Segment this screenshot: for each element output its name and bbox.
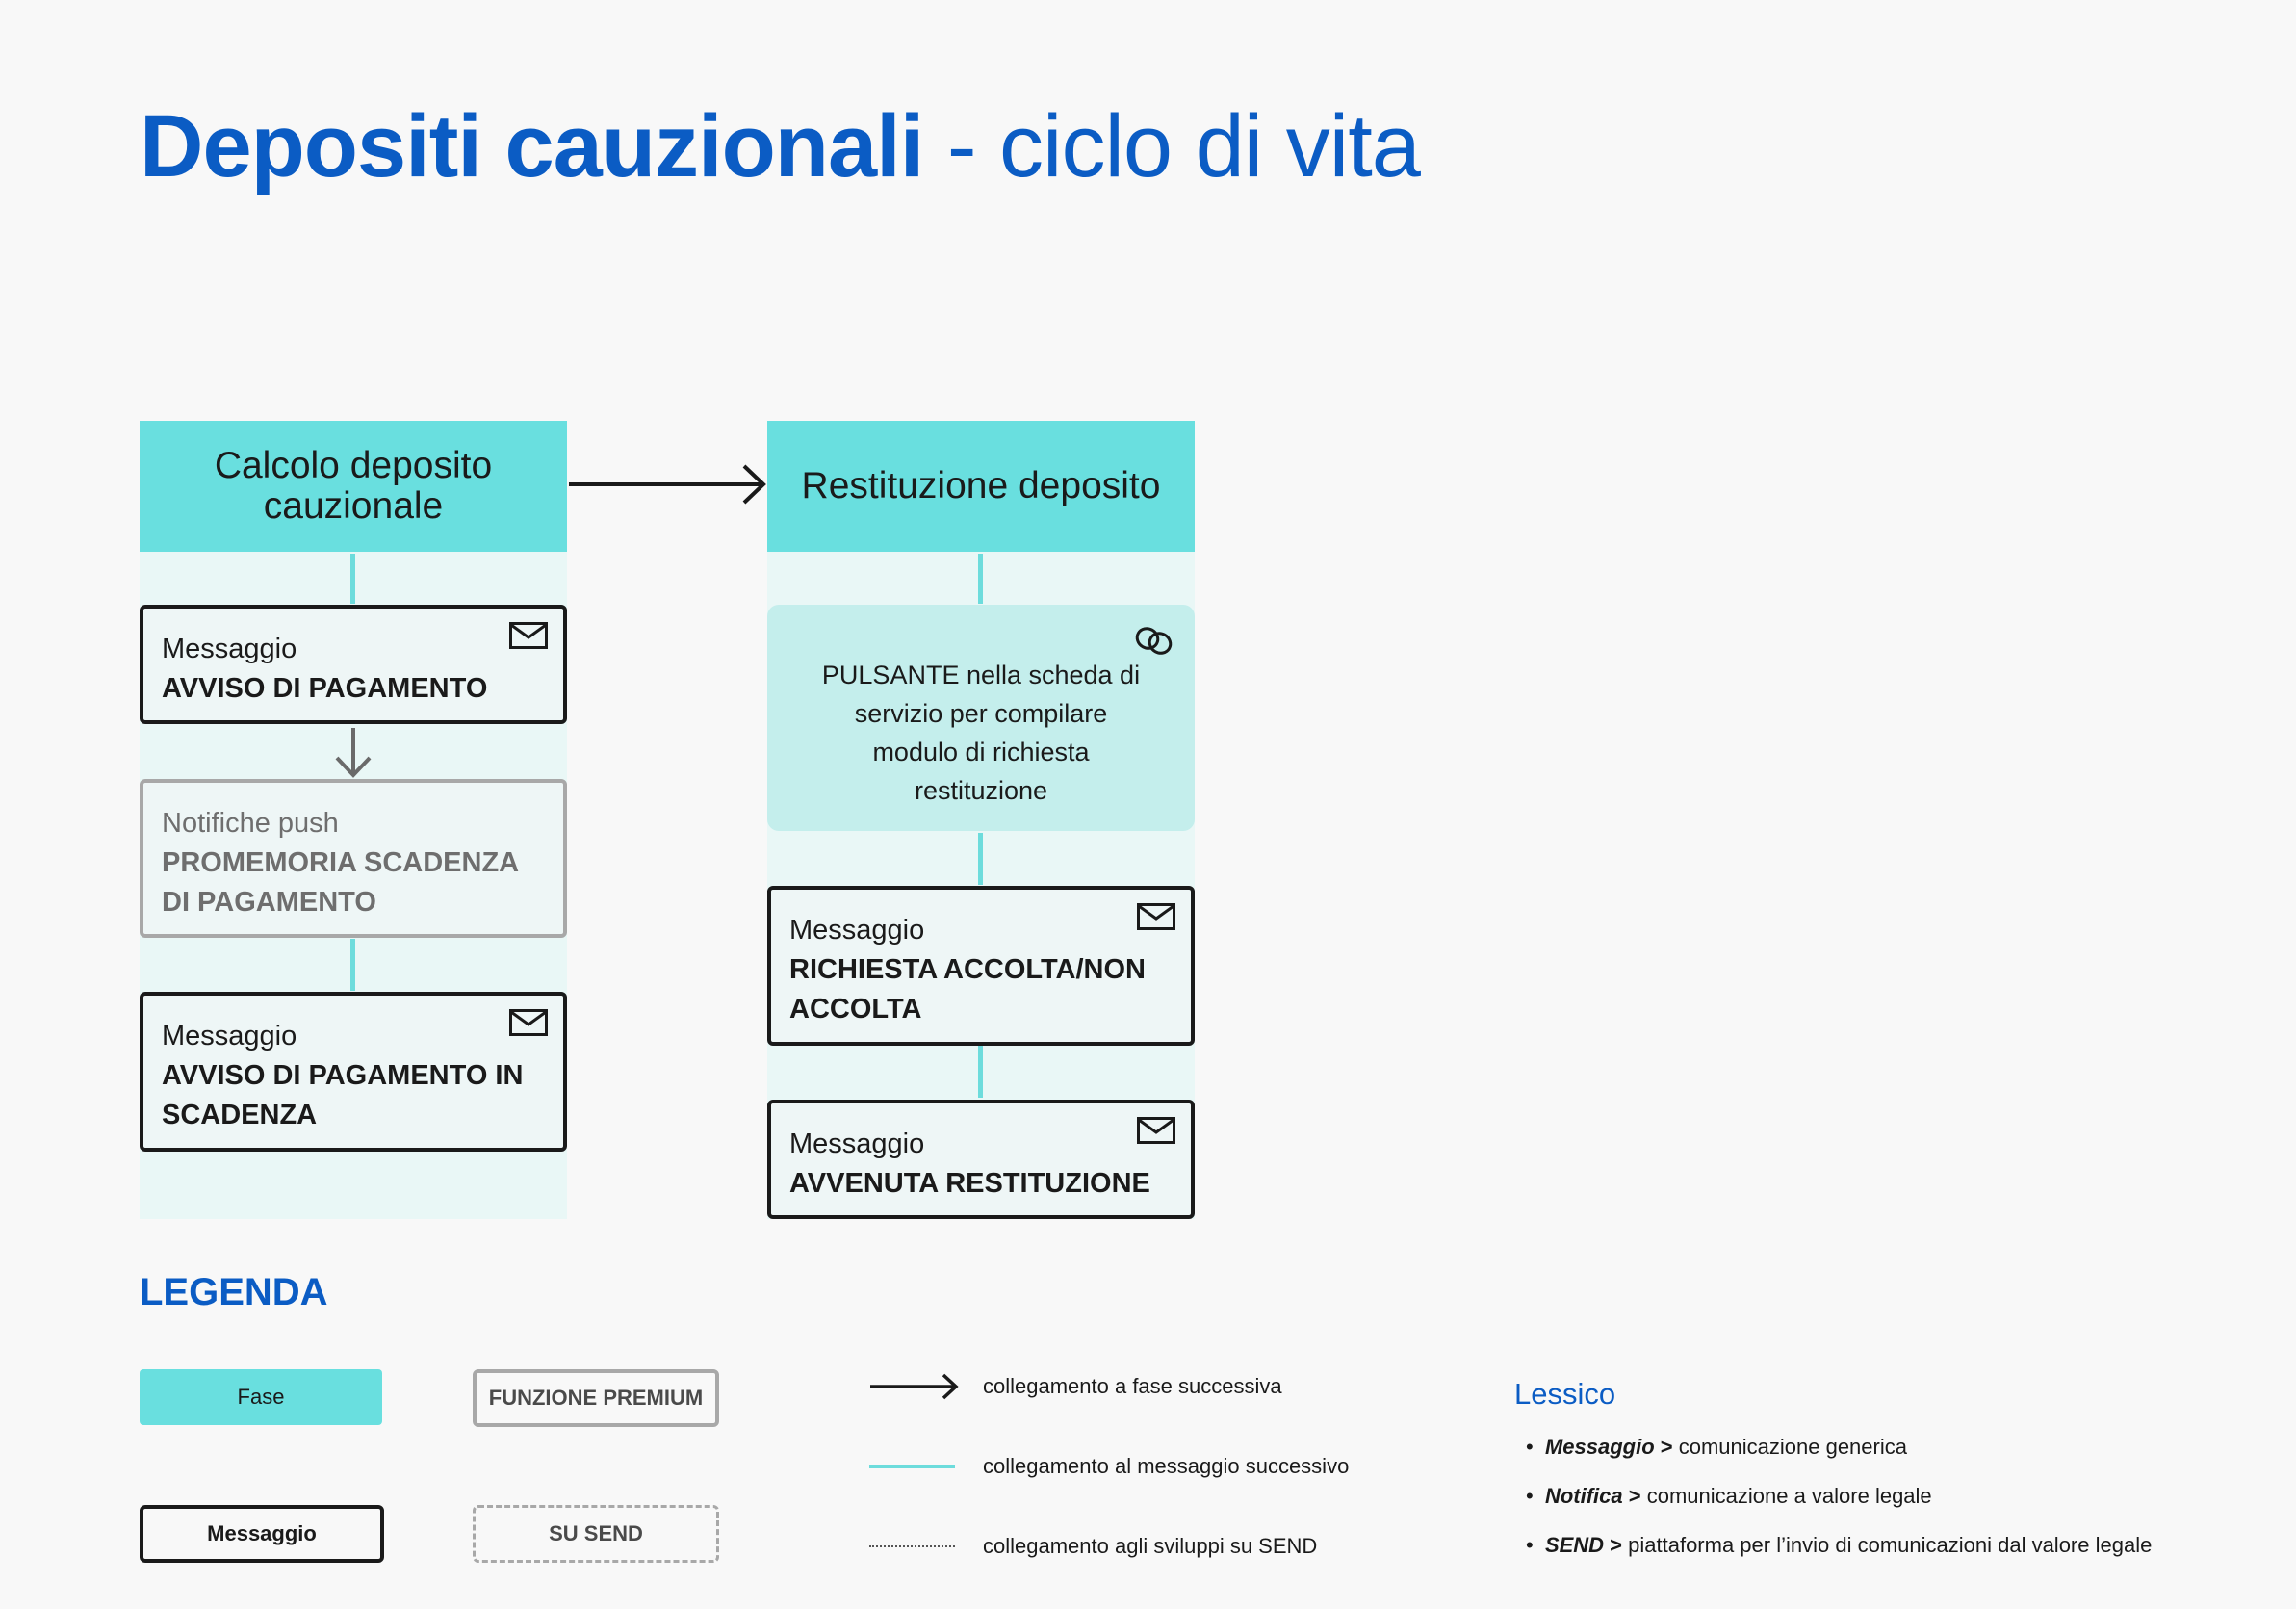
page-title: Depositi cauzionali - ciclo di vita [140,96,1421,197]
connector-line [350,554,355,604]
message-label: Messaggio [162,634,297,664]
down-arrow-icon [335,728,372,778]
legend-send-label: SU SEND [549,1521,643,1545]
push-label: Notifiche push [162,808,339,839]
lessico-def: piattaforma per l’invio di comunicazioni… [1628,1533,2153,1557]
lessico-term: SEND [1544,1533,1605,1557]
legend-line-text: collegamento al messaggio successivo [983,1454,1350,1478]
message-label: Messaggio [162,1021,297,1051]
legend-message-label: Messaggio [207,1521,317,1545]
lessico-sep: > [1654,1435,1679,1459]
phase-calcolo-label: Calcolo deposito cauzionale [214,445,493,527]
legend-message: Messaggio [140,1505,384,1563]
lessico-heading: Lessico [1514,1377,1616,1411]
phase-calcolo-deposito: Calcolo deposito cauzionale [140,421,567,552]
lessico-item: • Messaggio > comunicazione generica [1526,1435,1907,1460]
message-richiesta-accolta: Messaggio RICHIESTA ACCOLTA/NON ACCOLTA [767,886,1195,1046]
message-avviso-in-scadenza: Messaggio AVVISO DI PAGAMENTO IN SCADENZ… [140,992,567,1152]
message-title: RICHIESTA ACCOLTA/NON ACCOLTA [789,954,1146,1025]
message-avviso-pagamento: Messaggio AVVISO DI PAGAMENTO [140,605,567,724]
button-card-modulo-restituzione: PULSANTE nella scheda di servizio per co… [767,605,1195,831]
phase-restituzione-label: Restituzione deposito [801,465,1161,506]
lessico-term: Messaggio [1544,1435,1655,1459]
message-title: AVVISO DI PAGAMENTO IN SCADENZA [162,1060,524,1130]
button-card-text: PULSANTE nella scheda di servizio per co… [821,661,1141,805]
phase-restituzione-deposito: Restituzione deposito [767,421,1195,552]
legend-heading: LEGENDA [140,1271,328,1313]
bullet: • [1526,1533,1545,1557]
connector-line [978,833,983,885]
lessico-sep: > [1622,1484,1647,1508]
message-title: AVVISO DI PAGAMENTO [162,673,488,704]
phase-arrow [569,464,766,505]
legend-premium-label: FUNZIONE PREMIUM [488,1386,704,1410]
lessico-item: • SEND > piattaforma per l’invio di comu… [1526,1533,2152,1558]
legend-phase-label: Fase [237,1385,285,1409]
title-light: - ciclo di vita [923,97,1421,195]
legend-send: SU SEND [473,1505,719,1563]
message-title: AVVENUTA RESTITUZIONE [789,1168,1150,1199]
connector-line [978,1046,983,1098]
bullet: • [1526,1484,1545,1508]
push-promemoria-scadenza: Notifiche push PROMEMORIA SCADENZA DI PA… [140,779,567,938]
envelope-icon [1137,903,1175,930]
title-bold: Depositi cauzionali [140,97,924,195]
link-icon [1135,627,1173,655]
legend-arrow-icon [870,1373,959,1400]
envelope-icon [509,1009,548,1036]
legend-arrow-text: collegamento a fase successiva [983,1374,1282,1398]
connector-line [978,554,983,604]
legend-phase: Fase [140,1369,382,1425]
message-label: Messaggio [789,915,925,946]
legend-line-icon [869,1465,955,1468]
lessico-sep: > [1604,1533,1629,1557]
envelope-icon [509,622,548,649]
lessico-term: Notifica [1544,1484,1623,1508]
legend-premium: FUNZIONE PREMIUM [473,1369,719,1427]
envelope-icon [1137,1117,1175,1144]
lessico-item: • Notifica > comunicazione a valore lega… [1526,1484,1932,1509]
message-label: Messaggio [789,1129,925,1159]
legend-dotted-icon [869,1545,955,1547]
lessico-def: comunicazione generica [1678,1435,1907,1459]
bullet: • [1526,1435,1545,1459]
lessico-def: comunicazione a valore legale [1646,1484,1932,1508]
legend-dotted-text: collegamento agli sviluppi su SEND [983,1534,1318,1558]
push-title: PROMEMORIA SCADENZA DI PAGAMENTO [162,847,519,918]
connector-line [350,939,355,991]
message-avvenuta-restituzione: Messaggio AVVENUTA RESTITUZIONE [767,1100,1195,1219]
